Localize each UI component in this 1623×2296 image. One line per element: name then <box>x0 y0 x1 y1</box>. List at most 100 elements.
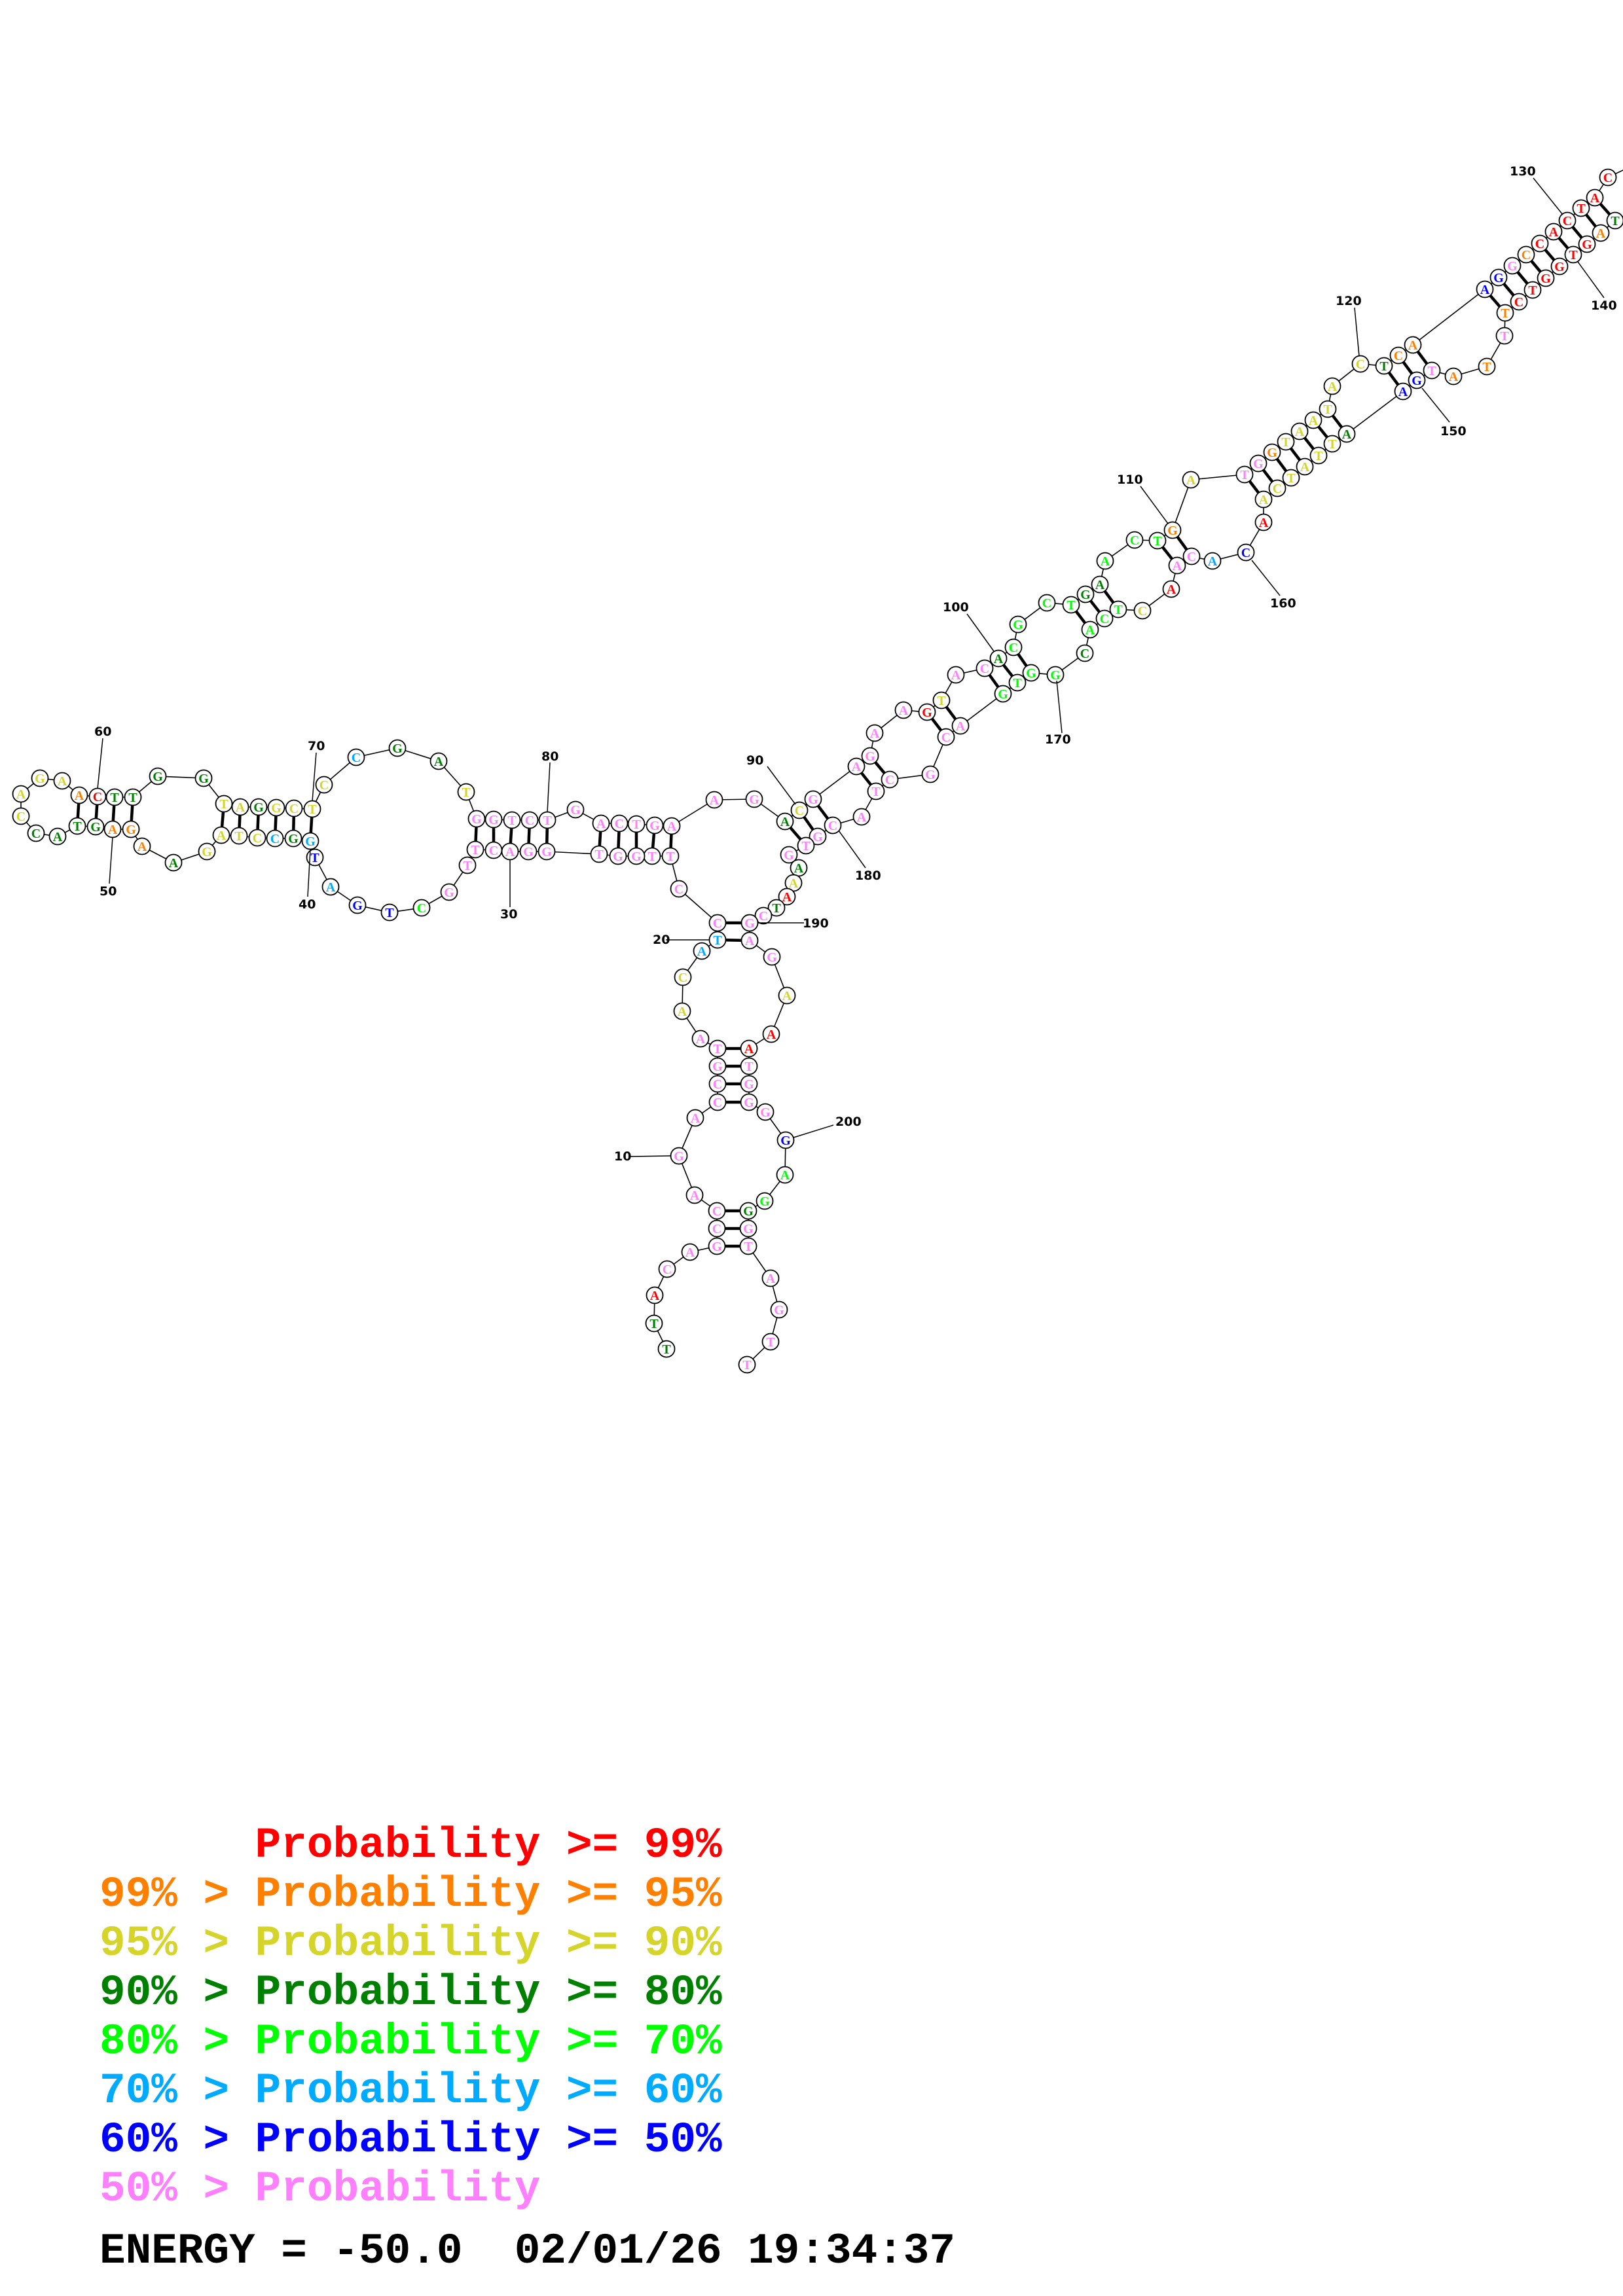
position-label-70: 70 <box>308 739 325 753</box>
nucleotide-letter-20: T <box>713 933 722 948</box>
nucleotide-circle-1 <box>657 1340 676 1358</box>
nucleotide-circle-137 <box>1606 211 1623 230</box>
nucleotide-circle-191 <box>763 948 781 966</box>
backbone-segment-1 <box>20 170 1623 1350</box>
position-label-190: 190 <box>803 916 829 931</box>
nucleotide-letter-185: A <box>789 876 799 891</box>
position-label-170: 170 <box>1045 732 1071 747</box>
nucleotide-circle-38 <box>321 878 340 896</box>
nucleotide-letter-122: C <box>1394 349 1403 363</box>
nucleotide-letter-148: A <box>1449 370 1459 384</box>
nucleotide-letter-171: G <box>1026 666 1036 681</box>
nucleotide-circle-152 <box>1338 425 1356 443</box>
nucleotide-letter-89: A <box>780 815 790 829</box>
nucleotide-letter-196: G <box>744 1077 754 1092</box>
nucleotide-letter-54: C <box>31 827 41 841</box>
nucleotide-circle-12 <box>708 1093 727 1111</box>
nucleotide-circle-156 <box>1282 469 1300 487</box>
nucleotide-letter-21: C <box>713 916 722 931</box>
nucleotide-letter-101: C <box>1009 641 1018 655</box>
nucleotide-letter-27: T <box>594 848 604 862</box>
nucleotide-letter-165: C <box>1138 604 1147 619</box>
nucleotide-letter-16: A <box>696 1032 706 1047</box>
nucleotide-circle-26 <box>609 847 627 865</box>
nucleotide-letter-30: A <box>505 845 515 859</box>
nucleotide-letter-72: C <box>352 751 361 765</box>
nucleotide-letter-4: C <box>663 1263 672 1277</box>
nucleotide-circle-180 <box>824 816 842 834</box>
nucleotide-circle-159 <box>1254 513 1273 531</box>
nucleotide-letter-32: T <box>471 843 480 857</box>
nucleotide-circle-131 <box>1572 199 1590 217</box>
nucleotide-circle-109 <box>1148 531 1167 550</box>
nucleotide-letter-48: A <box>137 840 147 854</box>
nucleotide-circle-125 <box>1489 268 1508 287</box>
nucleotide-circle-181 <box>809 827 827 846</box>
position-label-20: 20 <box>653 933 670 947</box>
nucleotide-circle-77 <box>484 810 503 829</box>
nucleotide-circle-47 <box>164 853 183 872</box>
nucleotide-letter-43: C <box>253 831 262 846</box>
nucleotide-letter-116: A <box>1295 425 1305 439</box>
nucleotide-letter-137: T <box>1611 214 1620 228</box>
nucleotide-circle-141 <box>1550 257 1569 276</box>
label-leader-130 <box>1533 177 1563 215</box>
nucleotide-letter-56: A <box>16 787 26 802</box>
nucleotide-letter-108: C <box>1130 533 1139 548</box>
nucleotide-circle-202 <box>739 1202 757 1220</box>
nucleotide-circle-162 <box>1182 547 1201 565</box>
nucleotide-letter-42: C <box>270 832 280 846</box>
nucleotide-letter-88: G <box>749 793 759 807</box>
nucleotide-circle-195 <box>740 1057 758 1075</box>
nucleotide-circle-84 <box>627 815 646 833</box>
nucleotide-letter-94: A <box>870 726 880 741</box>
nucleotide-circle-171 <box>1022 664 1040 682</box>
nucleotide-circle-42 <box>266 829 284 848</box>
nucleotide-letter-24: T <box>647 850 657 864</box>
nucleotide-letter-74: A <box>434 755 444 769</box>
nucleotide-letter-123: A <box>1408 338 1418 353</box>
nucleotide-circle-179 <box>852 808 871 826</box>
nucleotide-circle-117 <box>1304 411 1322 429</box>
nucleotide-letter-107: A <box>1101 554 1110 569</box>
base-pairs <box>75 196 1616 1248</box>
probability-legend: Probability >= 99% 99% > Probability >= … <box>100 1821 955 2276</box>
nucleotide-circle-88 <box>745 790 763 808</box>
label-leader-10 <box>629 1155 672 1157</box>
nucleotide-letter-181: G <box>812 830 823 844</box>
position-label-80: 80 <box>541 749 558 764</box>
nucleotide-circle-64 <box>194 769 213 787</box>
legend-row-90: 95% > Probability >= 90% <box>100 1919 722 1968</box>
nucleotide-letter-93: G <box>865 749 875 764</box>
nucleotide-circle-29 <box>519 842 538 861</box>
nucleotide-letter-174: A <box>956 719 966 734</box>
nucleotide-circle-56 <box>12 785 30 803</box>
nucleotide-letter-75: T <box>462 785 471 800</box>
nucleotide-circle-204 <box>739 1237 757 1255</box>
nucleotide-circles <box>12 168 1623 1374</box>
nucleotide-circle-98 <box>947 666 965 684</box>
nucleotide-circle-2 <box>645 1314 663 1333</box>
nucleotide-letter-129: A <box>1549 225 1559 240</box>
nucleotide-circle-196 <box>740 1075 758 1093</box>
nucleotide-circle-178 <box>867 782 885 800</box>
nucleotide-letter-151: A <box>1398 385 1408 399</box>
nucleotide-circle-205 <box>761 1269 780 1287</box>
nucleotide-circle-163 <box>1168 556 1186 575</box>
nucleotide-circle-173 <box>994 685 1012 703</box>
nucleotide-letter-69: C <box>289 802 299 816</box>
nucleotide-letter-105: G <box>1080 588 1091 602</box>
nucleotide-letter-112: T <box>1240 468 1249 482</box>
nucleotide-circle-36 <box>380 903 399 922</box>
nucleotide-circle-3 <box>646 1286 664 1304</box>
nucleotide-circle-9 <box>685 1186 704 1204</box>
nucleotide-letter-120: C <box>1356 357 1365 372</box>
nucleotide-letter-41: G <box>288 832 299 846</box>
nucleotide-circle-148 <box>1444 367 1463 386</box>
nucleotide-letter-98: A <box>951 668 961 683</box>
position-label-150: 150 <box>1440 424 1467 439</box>
nucleotide-circle-174 <box>951 717 970 735</box>
legend-row-99: Probability >= 99% <box>100 1821 722 1870</box>
nucleotide-circle-39 <box>306 848 324 867</box>
